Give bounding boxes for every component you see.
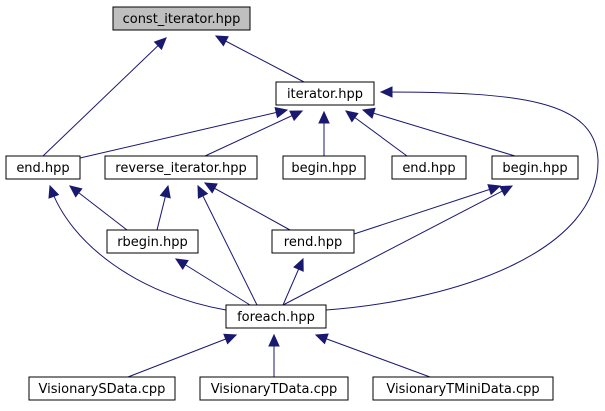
edge-iter-to-beginright xyxy=(361,107,516,157)
arrowhead xyxy=(293,257,304,272)
node-label: const_iterator.hpp xyxy=(123,12,241,27)
arrowhead xyxy=(197,184,209,199)
node-label: rbegin.hpp xyxy=(117,235,188,250)
edge-endleft-to-rbegin xyxy=(69,185,128,231)
node-begin-hpp-mid[interactable]: begin.hpp xyxy=(282,155,366,180)
node-visionarytdata-cpp[interactable]: VisionaryTData.cpp xyxy=(199,376,349,401)
node-label: foreach.hpp xyxy=(237,310,315,325)
edge-reverse-to-rbegin xyxy=(156,184,171,231)
node-visionarysdata-cpp[interactable]: VisionarySData.cpp xyxy=(28,376,176,401)
node-begin-hpp-right[interactable]: begin.hpp xyxy=(491,155,579,180)
arrowhead xyxy=(487,184,502,196)
arrowhead xyxy=(214,35,229,47)
arrowhead xyxy=(48,184,60,199)
arrowhead xyxy=(289,110,304,122)
arrowhead xyxy=(318,110,330,124)
node-label: begin.hpp xyxy=(291,161,356,176)
arrowhead xyxy=(223,333,238,345)
edge-foreach-to-vt xyxy=(268,333,280,377)
node-const-iterator-hpp[interactable]: const_iterator.hpp xyxy=(112,6,251,31)
node-visionarytminidata-cpp[interactable]: VisionaryTMiniData.cpp xyxy=(372,376,554,401)
node-label: reverse_iterator.hpp xyxy=(115,161,246,176)
graph-edges xyxy=(42,35,599,378)
node-rbegin-hpp[interactable]: rbegin.hpp xyxy=(106,229,199,254)
node-label: VisionaryTMiniData.cpp xyxy=(386,382,539,397)
edge-beginright-to-foreach xyxy=(282,185,514,306)
edge-beginright-to-rend xyxy=(353,184,502,235)
arrowhead xyxy=(69,185,83,198)
node-label: end.hpp xyxy=(16,161,69,176)
edge-const-to-iterator xyxy=(214,35,305,83)
arrowhead xyxy=(153,37,167,51)
arrowhead xyxy=(159,184,171,199)
edge-iter-to-endmid xyxy=(345,110,408,157)
node-label: end.hpp xyxy=(402,161,455,176)
arrowhead xyxy=(345,110,359,123)
node-end-hpp-left[interactable]: end.hpp xyxy=(5,155,81,180)
edge-reverse-to-foreach xyxy=(197,184,258,306)
edge-iter-to-reverse xyxy=(204,110,304,157)
node-label: rend.hpp xyxy=(284,235,342,250)
edge-iter-to-beginmid xyxy=(318,110,330,156)
edge-foreach-to-vs xyxy=(127,333,238,378)
arrowhead xyxy=(314,333,329,345)
edge-const-to-endleft xyxy=(42,37,167,157)
edge-iter-to-endleft xyxy=(79,106,289,159)
node-label: iterator.hpp xyxy=(287,87,363,102)
node-iterator-hpp[interactable]: iterator.hpp xyxy=(275,81,375,106)
arrowhead xyxy=(379,86,393,98)
node-label: VisionarySData.cpp xyxy=(39,382,166,397)
edge-iter-to-foreach xyxy=(325,86,599,311)
edge-endleft-to-foreach xyxy=(48,184,227,311)
node-foreach-hpp[interactable]: foreach.hpp xyxy=(225,304,327,329)
node-end-hpp-mid[interactable]: end.hpp xyxy=(391,155,467,180)
arrowhead xyxy=(268,333,280,347)
edge-foreach-to-vtmini xyxy=(314,333,431,378)
arrowhead xyxy=(174,258,189,270)
node-label: VisionaryTData.cpp xyxy=(211,382,338,397)
node-label: begin.hpp xyxy=(502,161,567,176)
arrowhead xyxy=(274,106,289,119)
edge-rbegin-to-foreach xyxy=(174,258,251,306)
arrowhead xyxy=(499,185,514,197)
arrowhead xyxy=(203,182,218,194)
edge-reverse-to-rend xyxy=(203,182,291,231)
node-rend-hpp[interactable]: rend.hpp xyxy=(271,229,355,254)
arrowhead xyxy=(361,107,376,119)
node-reverse-iterator-hpp[interactable]: reverse_iterator.hpp xyxy=(104,155,258,180)
edge-rend-to-foreach xyxy=(282,257,304,306)
